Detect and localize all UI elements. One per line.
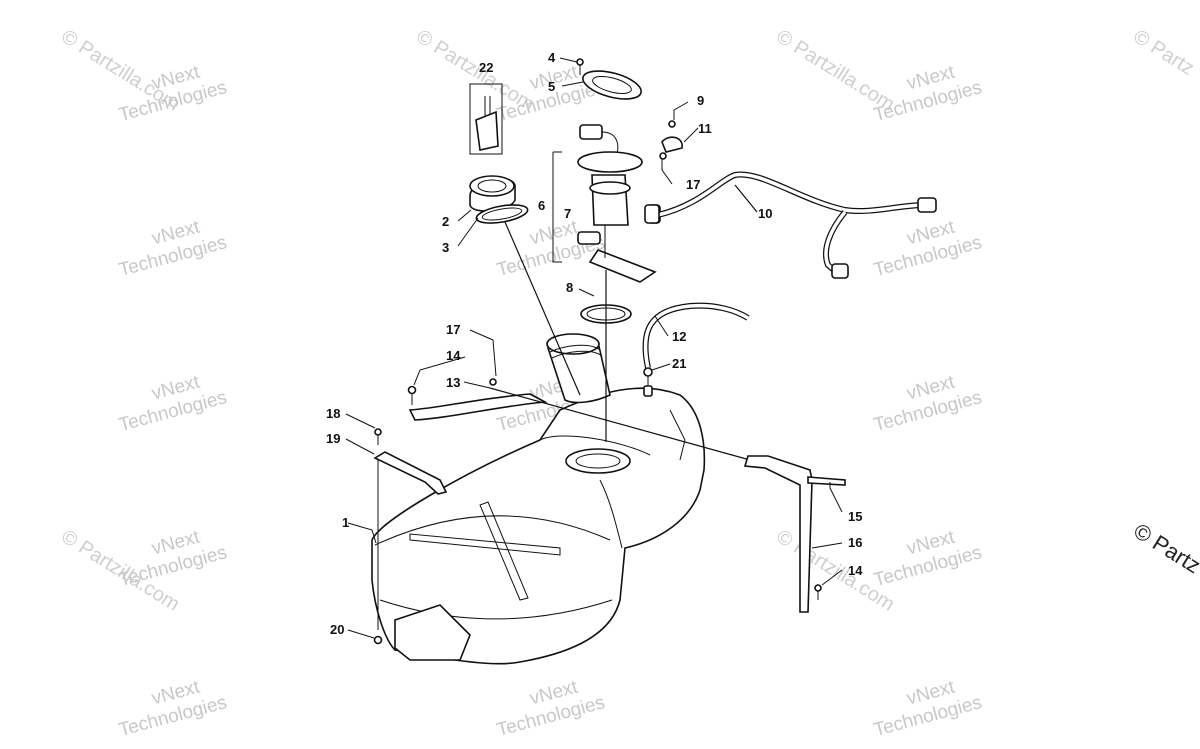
- leader-lines: [345, 57, 843, 639]
- callout-6[interactable]: 6: [538, 198, 545, 213]
- watermarks: © Partzilla.com © Partzilla.com © Partzi…: [57, 26, 1200, 741]
- callout-14-upper[interactable]: 14: [446, 348, 461, 363]
- callouts: 1 2 3 4 5 6 7 8 9 10 11 12 13 14 14 15 1…: [326, 50, 863, 637]
- callout-11[interactable]: 11: [698, 121, 712, 136]
- fuel-cap[interactable]: [469, 175, 516, 212]
- hose-clamp[interactable]: [659, 120, 683, 160]
- callout-3[interactable]: 3: [442, 240, 449, 255]
- callout-16[interactable]: 16: [848, 535, 862, 550]
- callout-1[interactable]: 1: [342, 515, 349, 530]
- callout-17-strap[interactable]: 17: [446, 322, 460, 337]
- callout-17-pump[interactable]: 17: [686, 177, 700, 192]
- callout-19[interactable]: 19: [326, 431, 340, 446]
- callout-2[interactable]: 2: [442, 214, 449, 229]
- lower-strap[interactable]: [373, 428, 448, 645]
- callout-10[interactable]: 10: [758, 206, 772, 221]
- callout-9[interactable]: 9: [697, 93, 704, 108]
- partzilla-watermark: © Partz: [1129, 26, 1197, 80]
- filler-neck[interactable]: [546, 333, 611, 404]
- partzilla-watermark: © Partzilla.com: [772, 26, 898, 116]
- fuel-tank[interactable]: [371, 387, 706, 665]
- vent-hose[interactable]: [642, 302, 750, 397]
- callout-15[interactable]: 15: [848, 509, 862, 524]
- callout-5[interactable]: 5: [548, 79, 555, 94]
- callout-22[interactable]: 22: [479, 60, 493, 75]
- callout-20[interactable]: 20: [330, 622, 344, 637]
- callout-14-lower[interactable]: 14: [848, 563, 863, 578]
- callout-18[interactable]: 18: [326, 406, 340, 421]
- cap-leader-line: [504, 221, 581, 396]
- partzilla-watermark-edge: © Partz: [1129, 518, 1200, 578]
- cap-gasket[interactable]: [475, 202, 529, 227]
- callout-13[interactable]: 13: [446, 375, 460, 390]
- callout-8[interactable]: 8: [566, 280, 573, 295]
- screw[interactable]: [576, 58, 584, 75]
- callout-7[interactable]: 7: [564, 206, 571, 221]
- fuel-pump-assembly[interactable]: [552, 124, 661, 283]
- tank-strap[interactable]: [407, 378, 751, 461]
- callout-21[interactable]: 21: [672, 356, 686, 371]
- pump-mount-ring[interactable]: [580, 66, 644, 105]
- mount-bracket[interactable]: [743, 455, 846, 613]
- callout-12[interactable]: 12: [672, 329, 686, 344]
- callout-4[interactable]: 4: [548, 50, 556, 65]
- fuel-sender-unit[interactable]: [469, 83, 503, 155]
- fuel-hose[interactable]: [644, 171, 937, 279]
